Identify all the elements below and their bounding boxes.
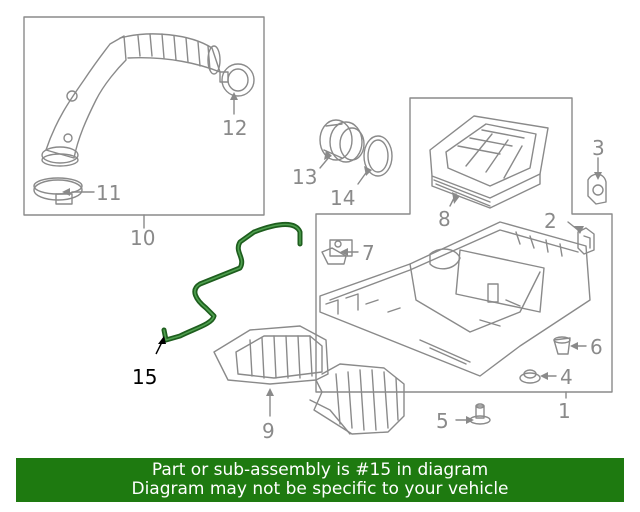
banner-line-2: Diagram may not be specific to your vehi… <box>131 479 509 499</box>
callout-3: 3 <box>592 136 605 160</box>
callout-2: 2 <box>544 209 557 233</box>
clip-2[interactable] <box>577 227 595 255</box>
air-duct-9[interactable] <box>213 325 405 435</box>
callout-6: 6 <box>590 335 603 359</box>
air-cleaner-group-box <box>315 97 613 393</box>
air-cleaner-housing-1[interactable] <box>319 221 591 377</box>
callout-8: 8 <box>438 207 451 231</box>
sealing-ring-14[interactable] <box>363 135 393 177</box>
callout-10: 10 <box>130 226 155 250</box>
callout-7: 7 <box>362 241 375 265</box>
callout-13: 13 <box>292 165 317 189</box>
callout-15: 15 <box>132 365 157 389</box>
sensor-7[interactable] <box>321 239 353 265</box>
mass-airflow-sensor-13[interactable] <box>319 119 365 163</box>
filter-element-8[interactable] <box>429 115 549 209</box>
vent-hose-15[interactable] <box>161 222 303 343</box>
callout-12: 12 <box>222 116 247 140</box>
callout-9: 9 <box>262 419 275 443</box>
callout-1: 1 <box>558 399 571 423</box>
bracket-3[interactable] <box>587 173 607 205</box>
callout-4: 4 <box>560 365 573 389</box>
screw-5[interactable] <box>469 403 491 425</box>
info-banner: Part or sub-assembly is #15 in diagram D… <box>16 458 624 502</box>
banner-line-1: Part or sub-assembly is #15 in diagram <box>151 460 489 480</box>
grommet-4[interactable] <box>519 369 541 384</box>
grommet-6[interactable] <box>553 336 571 355</box>
hose-clamp-11[interactable] <box>33 177 83 205</box>
intake-duct[interactable] <box>41 33 221 167</box>
hose-clamp-12[interactable] <box>219 63 255 97</box>
callout-11: 11 <box>96 181 121 205</box>
callout-14: 14 <box>330 186 355 210</box>
callout-5: 5 <box>436 409 449 433</box>
